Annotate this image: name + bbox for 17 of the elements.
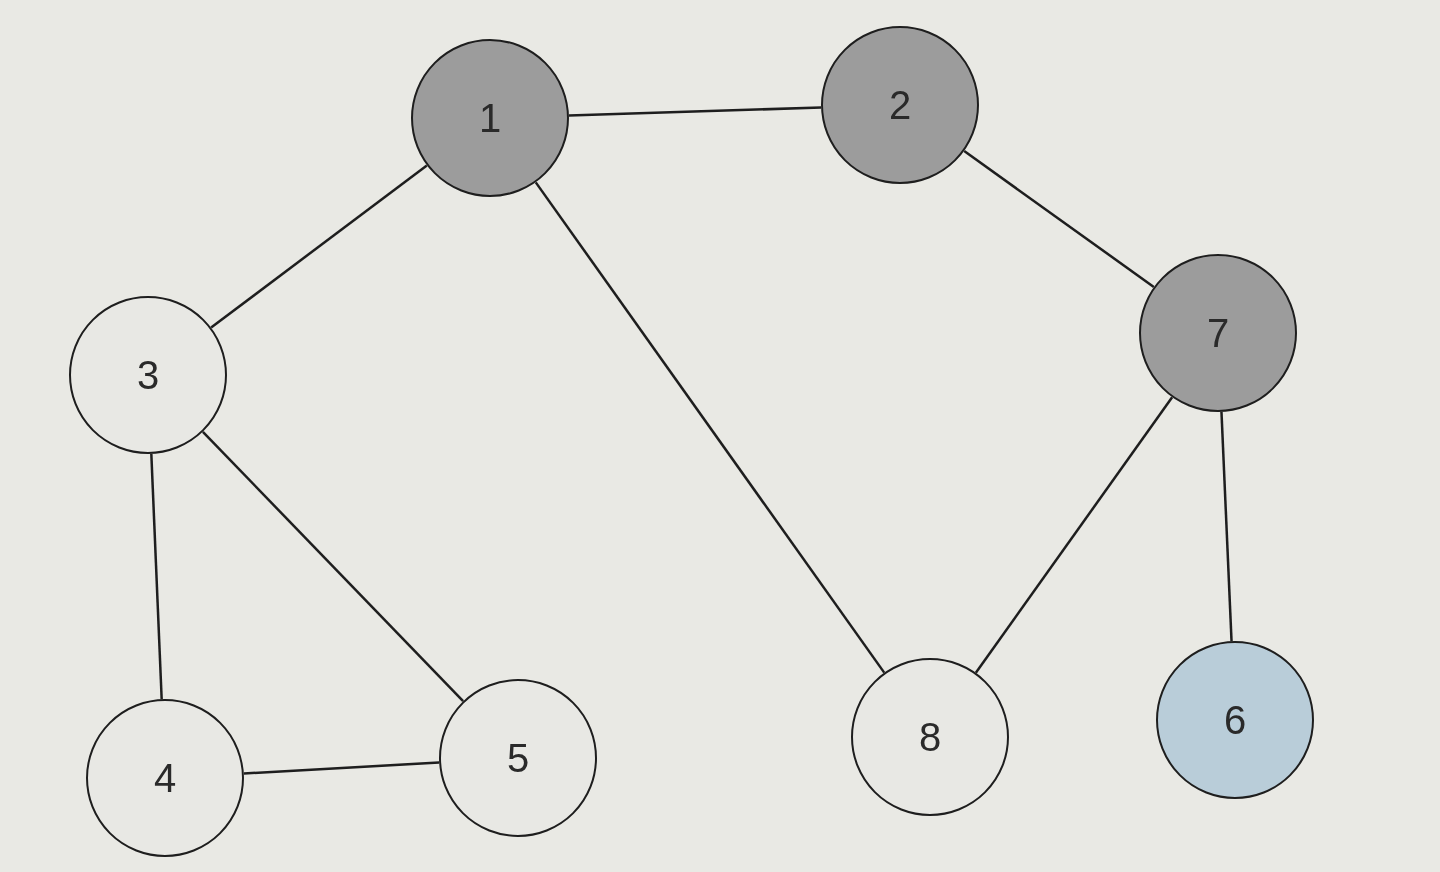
node-number: 2: [888, 82, 912, 128]
node-number: 1: [478, 95, 502, 141]
edge-line: [568, 106, 822, 117]
edge-line: [1220, 411, 1233, 642]
edge-line: [150, 453, 163, 700]
node-number: 5: [506, 735, 530, 781]
edge-line: [974, 396, 1174, 674]
node-number: 8: [918, 714, 942, 760]
edge-line: [534, 181, 886, 674]
edge-line: [202, 430, 464, 703]
edge-line: [963, 150, 1155, 288]
node-number: 6: [1223, 697, 1247, 743]
node-number: 4: [153, 755, 177, 801]
node-number: 7: [1206, 310, 1230, 356]
edge-line: [243, 761, 440, 775]
node-number: 3: [136, 352, 160, 398]
edge-line: [210, 164, 428, 329]
